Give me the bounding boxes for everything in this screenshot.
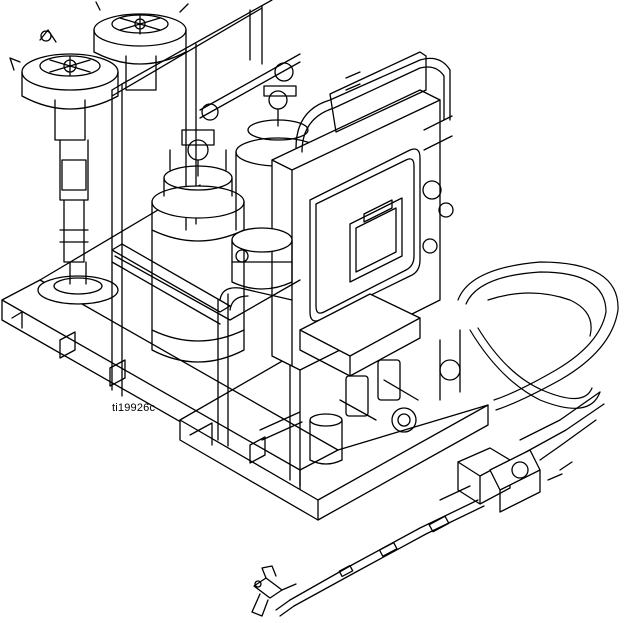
control-cabinet <box>271 51 454 371</box>
spray-gun <box>251 565 297 617</box>
figure-reference-id: ti19926c <box>112 402 156 414</box>
motor-unit <box>231 227 293 290</box>
rear-feed-pump <box>93 1 189 91</box>
pressure-pot-left <box>151 103 245 363</box>
mix-manifold <box>439 391 605 513</box>
proportioning-pumps <box>259 293 461 465</box>
spray-wand <box>275 499 485 617</box>
hose-coil <box>457 261 619 411</box>
front-rail <box>114 255 301 321</box>
base-skid <box>1 184 489 521</box>
left-feed-pump <box>9 29 119 305</box>
